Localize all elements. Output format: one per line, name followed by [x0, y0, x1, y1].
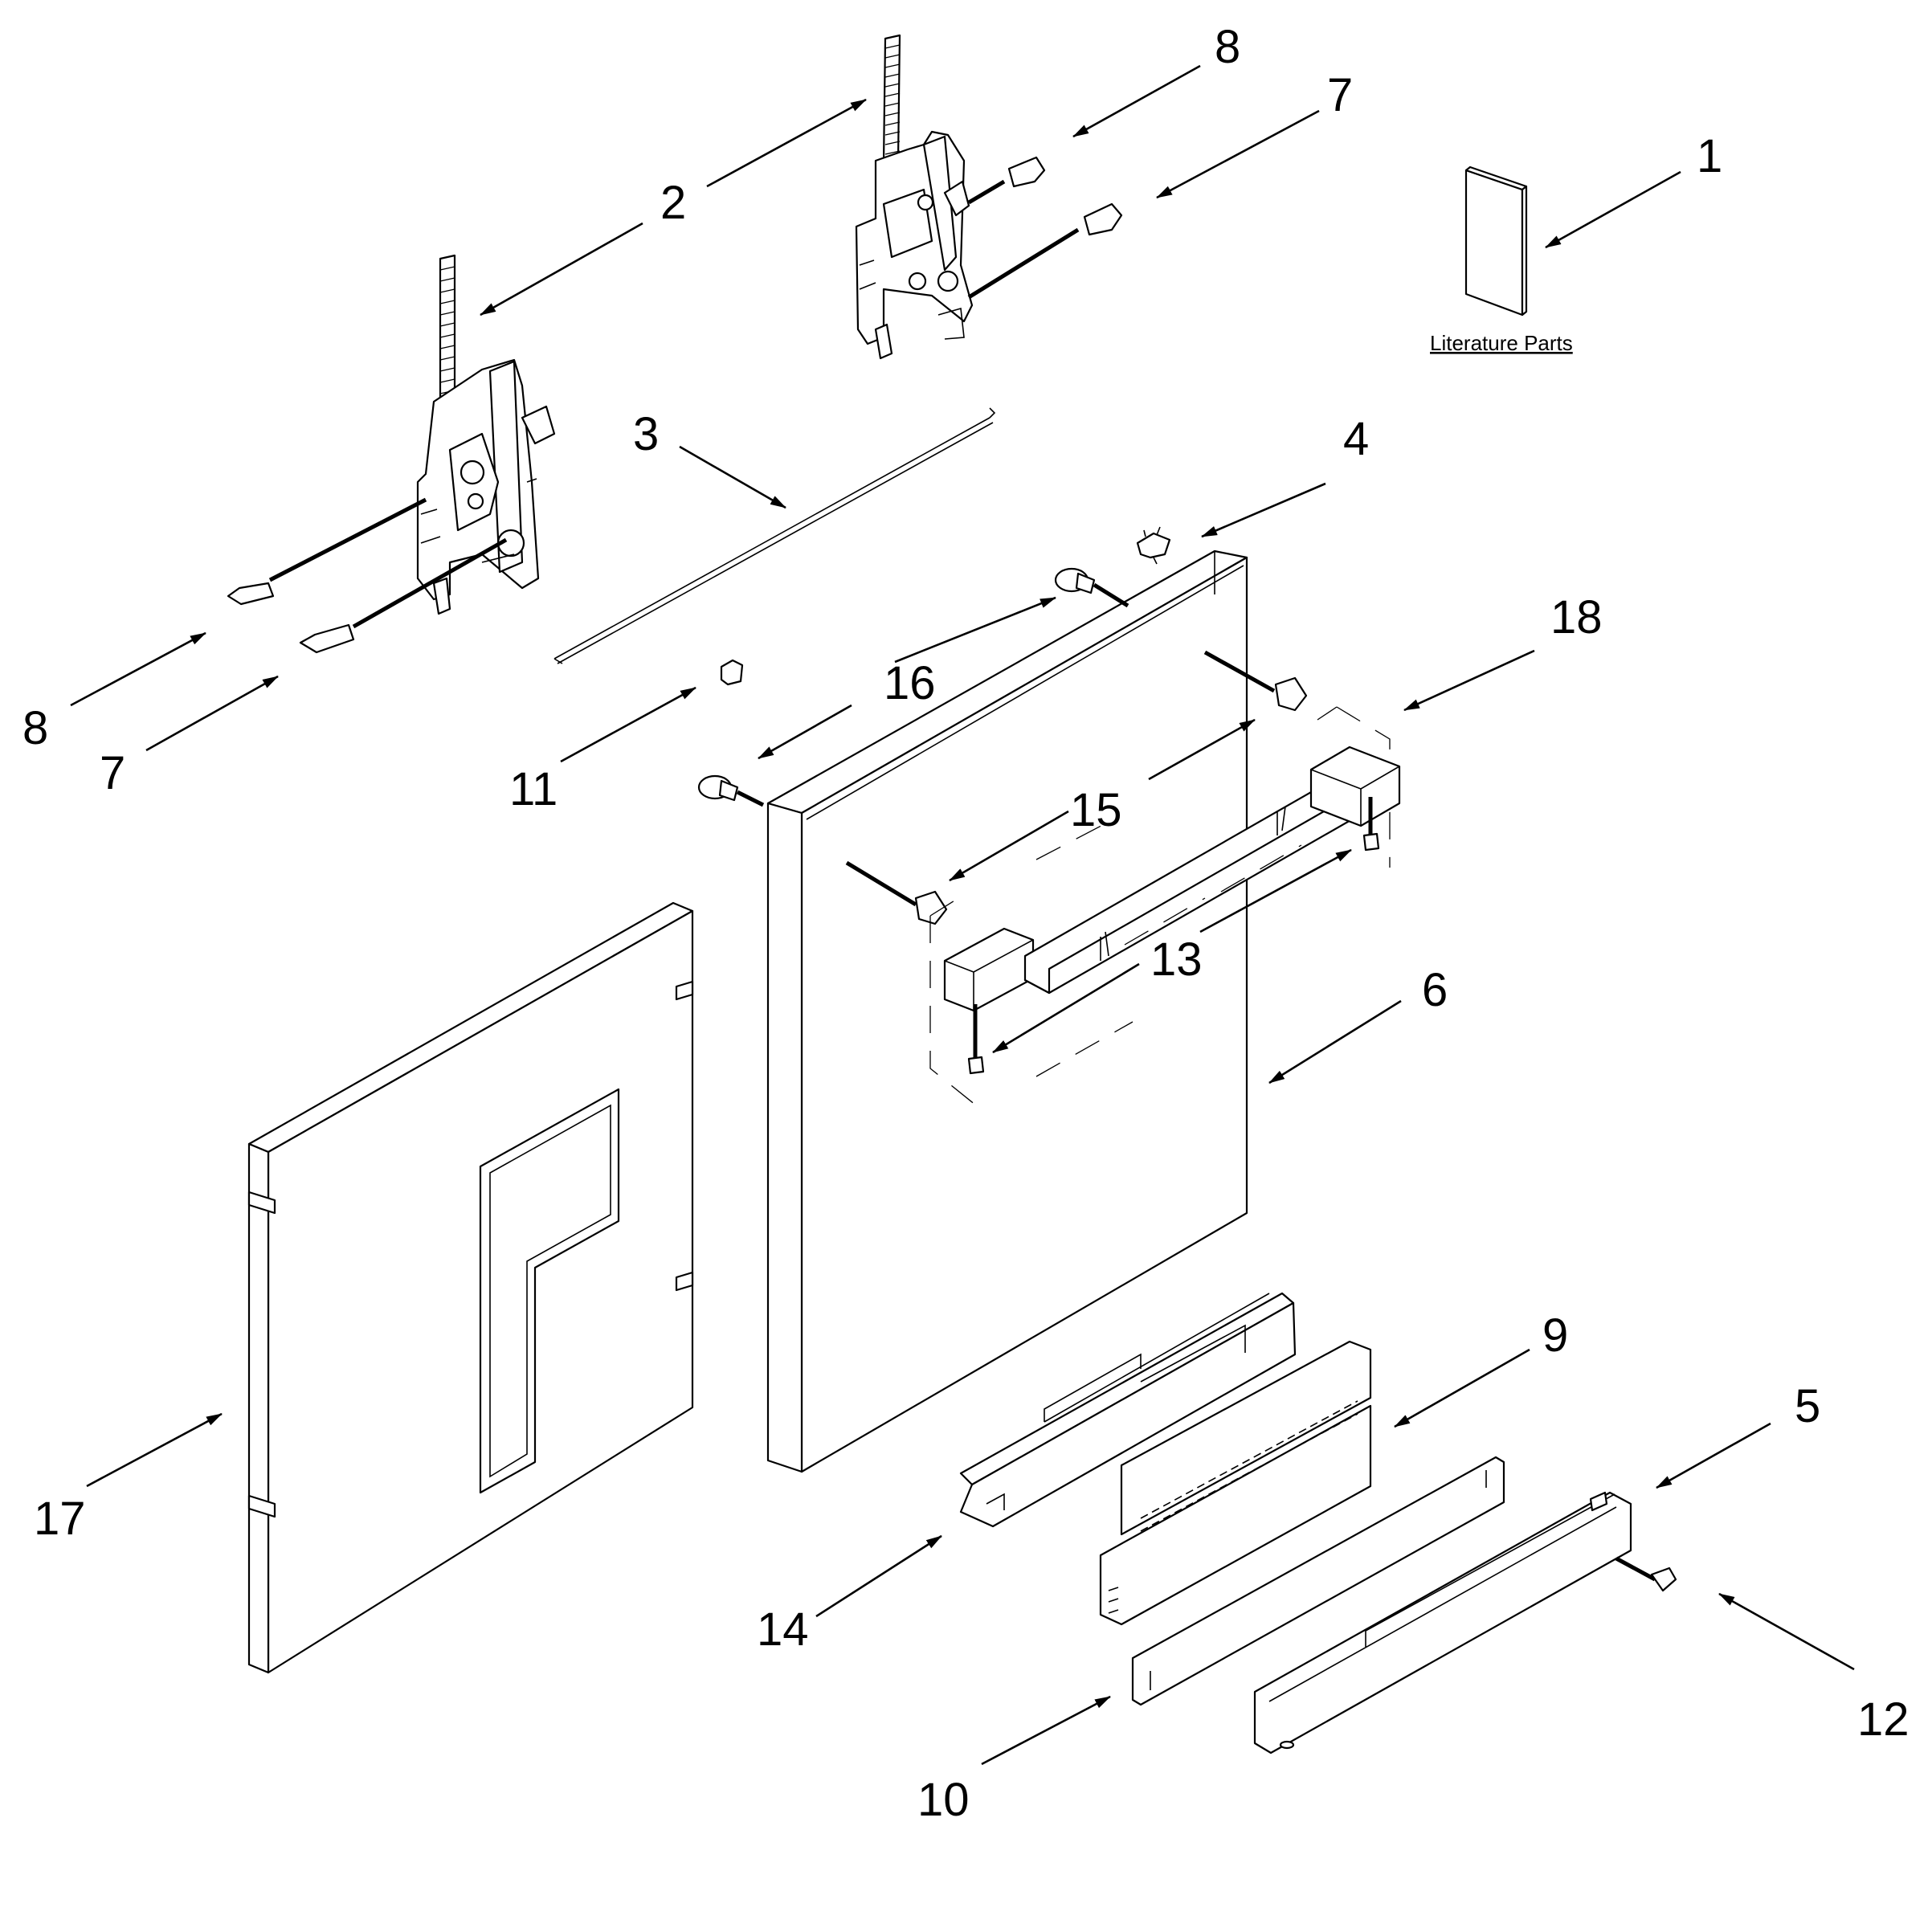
arrow-8-left — [70, 631, 206, 707]
arrow-9 — [1394, 1348, 1530, 1428]
screw-7-left — [299, 537, 508, 654]
arrow-15-lower — [949, 810, 1069, 882]
literature-parts-booklet: Literature Parts — [1430, 165, 1573, 355]
door-handle — [929, 706, 1401, 1109]
lower-bracket — [959, 1292, 1297, 1528]
arrow-13-lower — [992, 962, 1140, 1054]
arrow-10 — [981, 1695, 1111, 1766]
arrow-18 — [1403, 649, 1535, 712]
arrow-14 — [815, 1534, 942, 1618]
arrow-16-upper — [894, 596, 1056, 664]
handle-cap-left — [845, 860, 948, 925]
arrow-7-left — [145, 675, 279, 752]
screw-7-right — [967, 202, 1123, 300]
arrow-2-upper — [706, 98, 867, 188]
arrow-1 — [1545, 170, 1681, 249]
kick-plate — [1253, 1491, 1632, 1754]
door-bumper-screw-right — [1054, 567, 1129, 608]
callout-17: 17 — [34, 1493, 86, 1545]
callout-arrows — [70, 64, 1855, 1766]
small-clip — [720, 659, 744, 686]
callout-7-left: 7 — [100, 747, 125, 799]
callout-14: 14 — [757, 1603, 809, 1656]
arrow-2-lower — [480, 222, 643, 317]
callout-2: 2 — [660, 177, 686, 229]
arrow-15-upper — [1148, 718, 1256, 781]
handle-cap-right — [1203, 650, 1308, 712]
callout-9: 9 — [1542, 1309, 1568, 1362]
arrow-17 — [86, 1412, 223, 1488]
arrow-16-lower — [758, 704, 852, 760]
arrow-11 — [560, 686, 696, 763]
literature-parts-label: Literature Parts — [1430, 331, 1573, 355]
callout-12: 12 — [1857, 1693, 1910, 1746]
outer-door-panel — [766, 549, 1248, 1473]
vent-louver — [1099, 1340, 1372, 1626]
callout-8-left: 8 — [22, 702, 48, 754]
toe-panel-strip — [1131, 1456, 1505, 1706]
door-clip — [1136, 526, 1171, 565]
arrow-8-right — [1072, 64, 1201, 138]
callout-4: 4 — [1343, 413, 1369, 465]
arrow-3 — [679, 445, 786, 509]
callout-6: 6 — [1422, 964, 1448, 1016]
arrow-13-upper — [1199, 848, 1352, 933]
arrow-5 — [1656, 1422, 1771, 1489]
callout-3: 3 — [633, 408, 659, 460]
arrow-4 — [1201, 482, 1326, 538]
callout-11: 11 — [509, 763, 558, 815]
arrow-12 — [1718, 1592, 1855, 1671]
screw-8-left — [227, 497, 427, 606]
callout-15: 15 — [1070, 784, 1122, 836]
callout-13: 13 — [1150, 933, 1203, 986]
screw-12 — [1615, 1556, 1677, 1592]
callout-18: 18 — [1550, 591, 1603, 643]
arrow-7-right — [1156, 109, 1320, 199]
door-hinge-right — [855, 34, 974, 360]
screw-8-right — [967, 156, 1046, 205]
inner-door-panel — [247, 901, 694, 1674]
callout-8-right: 8 — [1215, 21, 1240, 73]
door-bumper-screw-left — [697, 774, 765, 807]
callout-10: 10 — [917, 1774, 970, 1826]
door-hinge-left — [416, 254, 556, 615]
callout-7-right: 7 — [1327, 69, 1353, 121]
door-rod — [553, 407, 996, 664]
callout-16: 16 — [884, 657, 936, 709]
callout-5: 5 — [1795, 1380, 1820, 1432]
callout-1: 1 — [1697, 130, 1722, 182]
arrow-6 — [1268, 999, 1402, 1084]
callout-labels: 1 2 3 4 5 6 7 7 8 8 9 10 11 12 13 14 15 … — [22, 21, 1910, 1826]
